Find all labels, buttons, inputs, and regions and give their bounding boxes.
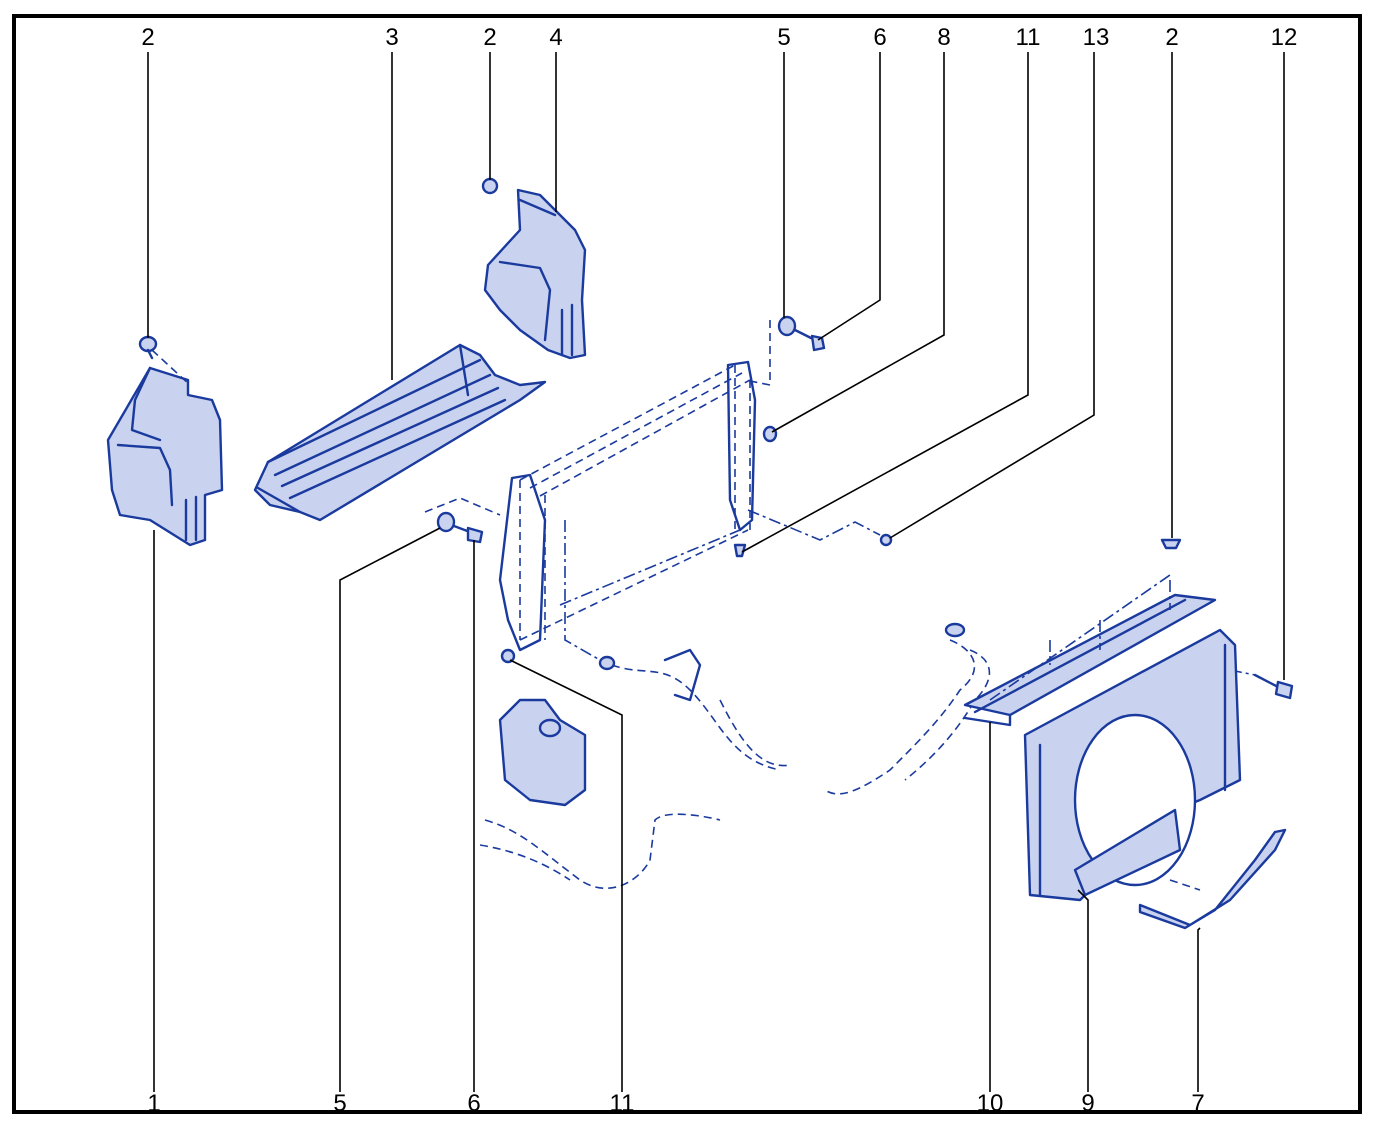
part-washer-bolt-lower bbox=[424, 497, 501, 544]
callout-top-6: 6 bbox=[873, 24, 887, 51]
callout-bottom-7: 7 bbox=[1191, 1090, 1205, 1117]
part-lower-duct bbox=[1138, 828, 1287, 930]
callout-top-2: 2 bbox=[141, 24, 155, 51]
callout-bottom-9: 9 bbox=[1081, 1090, 1095, 1117]
callout-bottom-11: 11 bbox=[609, 1090, 635, 1117]
callout-top-8: 8 bbox=[937, 24, 951, 51]
callout-top-13: 13 bbox=[1082, 24, 1110, 51]
part-clip-right bbox=[1160, 538, 1182, 550]
leader-lines bbox=[147, 52, 1285, 1092]
callout-top-2: 2 bbox=[1165, 24, 1179, 51]
part-upper-duct bbox=[253, 343, 547, 522]
part-fan-shroud bbox=[1023, 628, 1242, 902]
part-grommet bbox=[762, 425, 778, 443]
diagram-frame bbox=[12, 14, 1362, 1114]
part-plug bbox=[879, 533, 893, 547]
callout-top-11: 11 bbox=[1015, 24, 1041, 51]
callout-bottom-1: 1 bbox=[147, 1090, 161, 1117]
callout-bottom-6: 6 bbox=[467, 1090, 481, 1117]
callout-bottom-5: 5 bbox=[333, 1090, 347, 1117]
part-washer-bolt-upper bbox=[744, 315, 826, 386]
callout-top-4: 4 bbox=[549, 24, 563, 51]
part-clip-left bbox=[138, 335, 158, 360]
part-left-deflector bbox=[106, 349, 224, 547]
part-mount-upper bbox=[733, 543, 747, 558]
callout-top-5: 5 bbox=[777, 24, 791, 51]
part-bolt-right bbox=[1229, 669, 1294, 700]
part-top-rail bbox=[963, 574, 1217, 727]
part-hoses-tank bbox=[479, 622, 991, 890]
callout-top-3: 3 bbox=[385, 24, 399, 51]
part-right-deflector bbox=[481, 177, 587, 360]
callout-top-2: 2 bbox=[483, 24, 497, 51]
callout-top-12: 12 bbox=[1270, 24, 1298, 51]
part-mount-lower bbox=[500, 648, 516, 664]
part-radiator bbox=[498, 360, 757, 661]
callout-bottom-10: 10 bbox=[976, 1090, 1004, 1117]
